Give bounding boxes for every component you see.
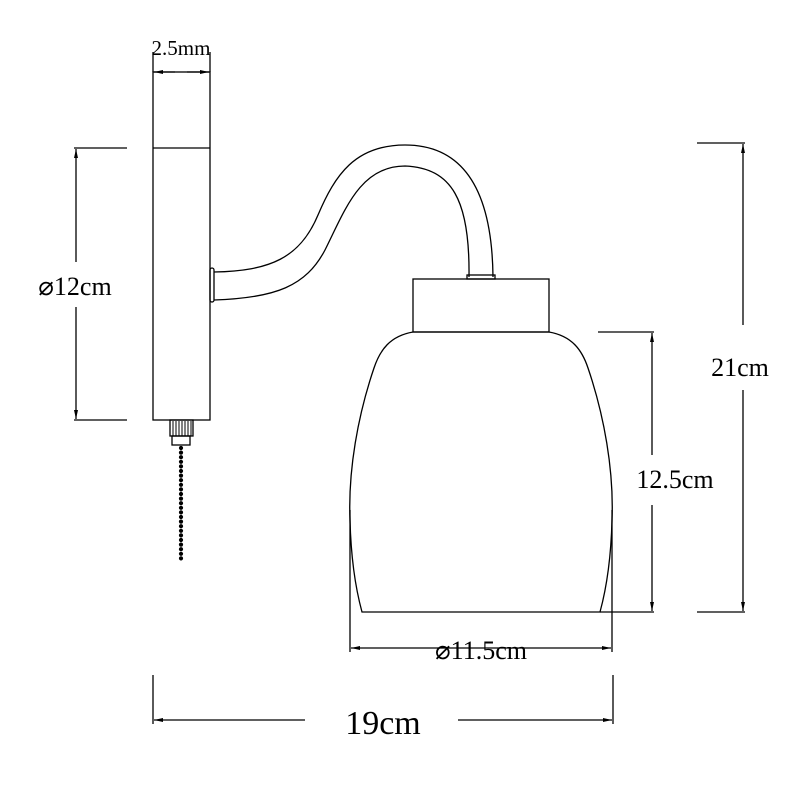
glass-shade xyxy=(349,331,613,613)
chain-bead xyxy=(178,519,184,524)
chain-bead xyxy=(178,491,184,497)
chain-bead xyxy=(178,505,184,510)
lamp-holder-cap xyxy=(412,278,550,333)
chain-bead xyxy=(178,556,184,561)
label-total-depth: 19cm xyxy=(345,705,421,742)
chain-bead xyxy=(178,542,184,547)
chain-bead xyxy=(178,473,184,478)
dimension-backplate-thickness: 2.5mm xyxy=(152,36,211,74)
pull-switch xyxy=(169,419,194,446)
dimension-total-depth: 19cm xyxy=(152,675,614,742)
dimension-shade-height: 12.5cm xyxy=(598,331,714,613)
pull-chain xyxy=(178,445,184,561)
dimension-backplate-diameter: ⌀12cm xyxy=(38,147,127,421)
chain-bead xyxy=(178,468,184,474)
label-total-height: 21cm xyxy=(711,353,769,382)
chain-bead xyxy=(178,547,184,552)
chain-bead xyxy=(178,464,184,469)
dimension-shade-diameter: ⌀11.5cm xyxy=(349,510,613,665)
chain-bead xyxy=(178,455,184,460)
chain-bead xyxy=(178,496,184,501)
chain-bead xyxy=(178,551,184,556)
chain-bead xyxy=(178,537,184,543)
chain-bead xyxy=(178,510,184,515)
chain-bead xyxy=(178,482,184,487)
chain-bead xyxy=(178,501,184,506)
chain-bead xyxy=(178,459,184,464)
chain-bead xyxy=(178,478,184,483)
label-backplate-diameter: ⌀12cm xyxy=(38,272,111,301)
chain-bead xyxy=(178,533,184,538)
label-shade-height: 12.5cm xyxy=(636,465,713,494)
chain-bead xyxy=(178,524,184,529)
dimension-total-height: 21cm xyxy=(697,142,769,613)
chain-bead xyxy=(178,487,184,492)
chain-bead xyxy=(178,445,184,451)
label-backplate-thickness: 2.5mm xyxy=(152,36,211,60)
chain-bead xyxy=(178,514,184,520)
label-shade-diameter: ⌀11.5cm xyxy=(435,636,527,665)
chain-bead xyxy=(178,528,184,533)
backplate xyxy=(152,71,211,421)
chain-bead xyxy=(178,450,184,455)
